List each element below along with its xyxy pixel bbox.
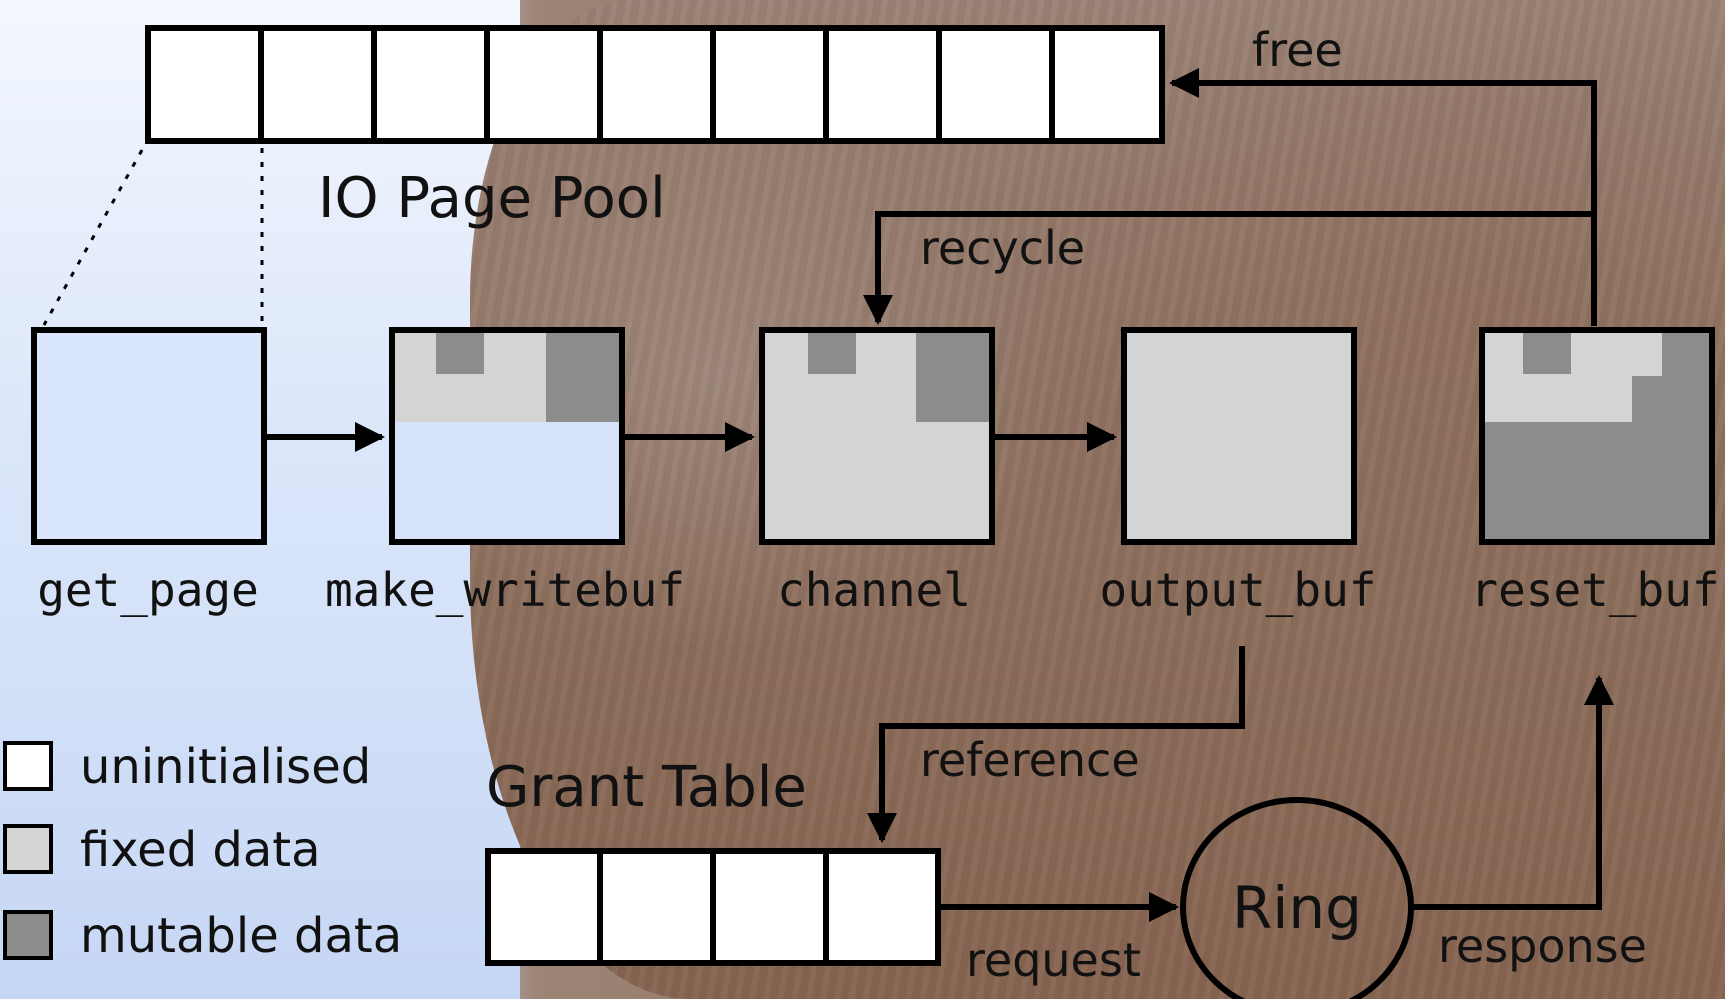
io-page-pool-label: IO Page Pool (318, 166, 666, 231)
stage-make-writebuf-box (389, 327, 625, 545)
stage-label-make-writebuf: make_writebuf (325, 563, 685, 617)
arrow-free (1169, 68, 1597, 326)
grant-table-label: Grant Table (486, 755, 807, 820)
zoom-line-left (42, 149, 144, 326)
stage-output-buf-box (1121, 327, 1357, 545)
edge-label-recycle: recycle (920, 221, 1085, 275)
stage-label-reset-buf: reset_buf (1470, 563, 1719, 617)
ring-circle (1180, 797, 1414, 999)
legend-swatch-uninitialised (3, 741, 53, 791)
io-page-pool (145, 25, 1165, 144)
legend-swatch-mutable-data (3, 910, 53, 960)
edge-label-reference: reference (920, 733, 1140, 787)
stage-channel-box (759, 327, 995, 545)
edge-label-response: response (1438, 919, 1647, 973)
legend-label-uninitialised: uninitialised (80, 739, 371, 795)
edge-label-request: request (966, 933, 1141, 987)
ring-label: Ring (1232, 874, 1362, 942)
arrow-reference (867, 646, 1245, 843)
stage-label-get-page: get_page (37, 563, 259, 617)
arrow-recycle (863, 211, 1594, 325)
legend-label-fixed-data: fixed data (80, 822, 321, 878)
stage-get-page-box (31, 327, 267, 545)
legend-swatch-fixed-data (3, 824, 53, 874)
legend-label-mutable-data: mutable data (80, 908, 402, 964)
stage-reset-buf-box (1479, 327, 1715, 545)
stage-label-channel: channel (777, 563, 971, 617)
arrow-response (1414, 675, 1614, 910)
stage-label-output-buf: output_buf (1100, 563, 1377, 617)
legend: uninitialised fixed data mutable data (3, 739, 402, 964)
grant-table (485, 848, 941, 966)
edge-label-free: free (1252, 23, 1343, 77)
pool-strip-outline (145, 25, 1165, 144)
